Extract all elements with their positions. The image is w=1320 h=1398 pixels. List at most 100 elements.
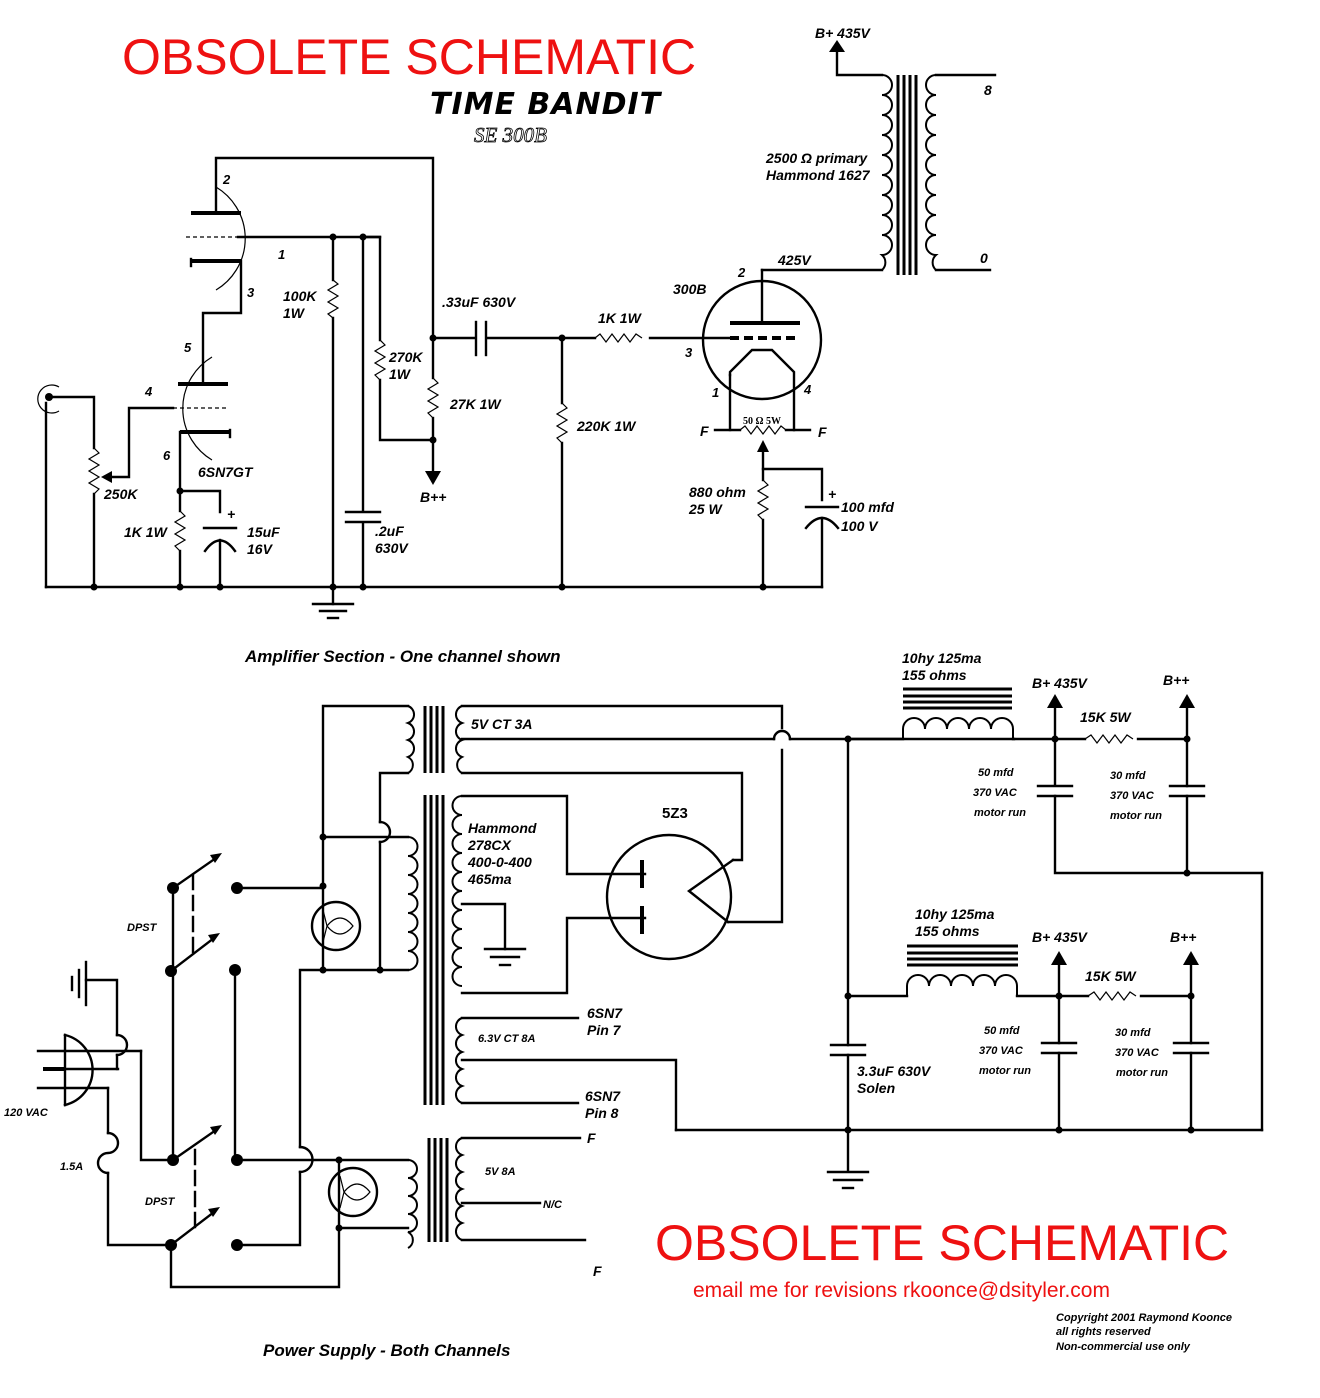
label-b-plus-plus-1: B++ [1163, 672, 1189, 688]
wire [106, 406, 175, 479]
pin-label: 4 [144, 384, 153, 399]
ground-icon [311, 585, 355, 620]
resistor-bias [756, 467, 770, 589]
label-270k-watt: 1W [389, 366, 412, 382]
pin-label: 5 [184, 340, 192, 355]
fuse-icon [96, 1131, 120, 1175]
resistor-grid-stopper [560, 333, 732, 343]
chassis-ground-icon [70, 960, 119, 1037]
pilot-lamp-icon [327, 1166, 379, 1218]
label-pt-brand: Hammond [468, 820, 537, 836]
label-tap-8: 8 [984, 82, 992, 98]
amplifier-section-title: Amplifier Section - One channel shown [244, 647, 561, 666]
wire [214, 156, 435, 340]
label-bias-cap: 100 mfd [841, 499, 894, 515]
wire [106, 1171, 173, 1247]
wire [726, 748, 784, 924]
b-plus-plus-arrow-icon [1183, 951, 1199, 965]
wire [298, 968, 325, 1149]
pin-label: 1 [278, 247, 285, 262]
mains-plug-icon [36, 1033, 143, 1107]
b-plus-plus-arrow-icon [425, 471, 441, 485]
transformer-rectifier-heater [404, 705, 466, 774]
ground-icon [483, 947, 527, 967]
wire [460, 902, 507, 951]
label-pt-model: 278CX [467, 837, 512, 853]
ground-icon [826, 1170, 870, 1190]
dpst-switch-upper[interactable] [165, 853, 243, 977]
volume-pot [87, 447, 101, 589]
wire [460, 1058, 678, 1132]
label-choke-2: 10hy 125ma [915, 906, 995, 922]
tube-300b [701, 268, 823, 432]
label-filament-right: F [818, 424, 827, 440]
label-filament-f-top: F [587, 1130, 596, 1146]
label-resistor-2: 15K 5W [1085, 968, 1137, 984]
label-fuse: 1.5A [60, 1161, 83, 1173]
dpst-switch-lower[interactable] [165, 1125, 243, 1251]
label-mains: 120 VAC [4, 1107, 49, 1119]
resistor-220k [555, 336, 569, 589]
capacitor-reservoir [829, 1043, 867, 1172]
label-opt-supply: B+ 435V [815, 25, 872, 41]
label-plate-voltage: 425V [777, 252, 812, 268]
obsolete-warning-top: OBSOLETE SCHEMATIC [122, 29, 696, 85]
capacitor-50mfd-2 [1040, 1041, 1078, 1132]
label-b-plus-plus: B++ [420, 489, 446, 505]
label-filament-left: F [700, 423, 709, 439]
label-0-2uf-voltage: 630V [375, 540, 409, 556]
choke-channel-2 [846, 944, 1018, 998]
label-bias-resistor-watt: 25 W [688, 501, 723, 517]
wire [169, 1226, 341, 1289]
capacitor-0-2uf [344, 235, 382, 589]
pin-label: 4 [803, 382, 812, 397]
label-plus: + [227, 506, 235, 522]
label-winding-5v-rect: 5V CT 3A [471, 716, 532, 732]
label-opt-model: Hammond 1627 [766, 167, 871, 183]
label-0-2uf: .2uF [375, 523, 404, 539]
resistor-cathode [173, 489, 187, 589]
pin-label: 1 [712, 385, 719, 400]
label-heater-pin7: Pin 7 [587, 1022, 622, 1038]
capacitor-cathode [202, 526, 238, 589]
pin-label: 3 [685, 345, 693, 360]
label-27k: 27K 1W [449, 396, 502, 412]
contact-email[interactable]: email me for revisions rkoonce@dsityler.… [693, 1279, 1110, 1302]
tube-6sn7-upper [186, 186, 246, 291]
resistor-15k-1 [1084, 734, 1134, 744]
capacitor-bias [804, 505, 840, 589]
pilot-lamp-icon [310, 900, 362, 952]
label-b-plus-2: B+ 435V [1032, 929, 1089, 945]
label-reservoir-cap: 3.3uF 630V [857, 1063, 932, 1079]
pin-label: 2 [222, 172, 231, 187]
brand-title: TIME BANDIT [430, 87, 663, 122]
wire [460, 916, 647, 995]
label-filament-f-bottom: F [593, 1263, 602, 1279]
wire [321, 704, 410, 972]
pin-label: 2 [737, 265, 746, 280]
label-winding-heater: 6.3V CT 8A [478, 1033, 536, 1045]
label-dpst-upper: DPST [127, 922, 158, 934]
label-filament-nc: N/C [543, 1199, 563, 1211]
wire [235, 1170, 302, 1247]
label-resistor-1: 15K 5W [1080, 709, 1132, 725]
resistor-15k-2 [1087, 991, 1137, 1001]
label-heater-pin8-tube: 6SN7 [585, 1088, 621, 1104]
wire [460, 771, 744, 862]
label-coupling-cap: .33uF 630V [442, 294, 517, 310]
label-220k: 220K 1W [576, 418, 637, 434]
wire [178, 430, 222, 514]
resistor-27k [426, 336, 440, 472]
filament-transformer [407, 1137, 466, 1249]
label-opt-primary: 2500 Ω primary [765, 150, 868, 166]
label-dpst-lower: DPST [145, 1196, 176, 1208]
label-tap-0: 0 [980, 250, 988, 266]
label-cap2-ch2-voltage: 370 VAC [1115, 1047, 1160, 1059]
label-choke-2-resistance: 155 ohms [915, 923, 980, 939]
label-5z3: 5Z3 [662, 805, 688, 822]
pin-label: 6 [163, 448, 171, 463]
wire [337, 1158, 410, 1230]
label-cap1-ch2-voltage: 370 VAC [979, 1045, 1024, 1057]
label-choke-1-resistance: 155 ohms [902, 667, 967, 683]
b-plus-arrow-icon [829, 40, 845, 52]
